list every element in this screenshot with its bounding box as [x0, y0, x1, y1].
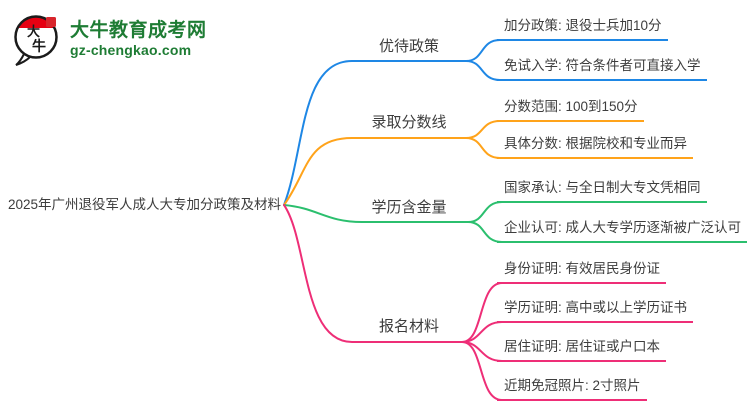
leaf-id-proof[interactable]: 身份证明: 有效居民身份证	[497, 259, 667, 284]
site-url: gz-chengkao.com	[70, 41, 192, 58]
branch-line-materials	[283, 204, 503, 401]
svg-text:牛: 牛	[32, 38, 46, 54]
daniu-bubble-icon: 大 牛	[14, 15, 58, 66]
branch-line-preferential	[283, 39, 501, 206]
leaf-employer-accepted[interactable]: 企业认可: 成人大专学历逐渐被广泛认可	[497, 218, 748, 243]
leaf-photo[interactable]: 近期免冠照片: 2寸照片	[497, 376, 647, 401]
branch-label-scoreline[interactable]: 录取分数线	[371, 114, 447, 131]
branch-label-value[interactable]: 学历含金量	[371, 199, 447, 216]
leaf-score-range[interactable]: 分数范围: 100到150分	[497, 97, 644, 122]
branch-label-materials[interactable]: 报名材料	[378, 318, 439, 335]
leaf-score-detail[interactable]: 具体分数: 根据院校和专业而异	[497, 134, 694, 159]
svg-text:大: 大	[27, 24, 40, 39]
leaf-education-proof[interactable]: 学历证明: 高中或以上学历证书	[497, 298, 694, 323]
leaf-residence-proof[interactable]: 居住证明: 居住证或户口本	[497, 337, 667, 362]
logo-text: 大牛教育成考网 gz-chengkao.com	[70, 20, 207, 58]
branch-line-scoreline	[283, 120, 501, 206]
leaf-exam-free[interactable]: 免试入学: 符合条件者可直接入学	[497, 56, 707, 81]
root-topic[interactable]: 2025年广州退役军人成人大专加分政策及材料	[8, 197, 282, 212]
leaf-bonus-policy[interactable]: 加分政策: 退役士兵加10分	[497, 16, 668, 41]
leaf-state-recognized[interactable]: 国家承认: 与全日制大专文凭相同	[497, 178, 707, 203]
branch-label-preferential[interactable]: 优待政策	[378, 38, 439, 55]
site-logo[interactable]: 大 牛 大牛教育成考网 gz-chengkao.com	[12, 12, 207, 66]
site-name: 大牛教育成考网	[70, 20, 207, 42]
